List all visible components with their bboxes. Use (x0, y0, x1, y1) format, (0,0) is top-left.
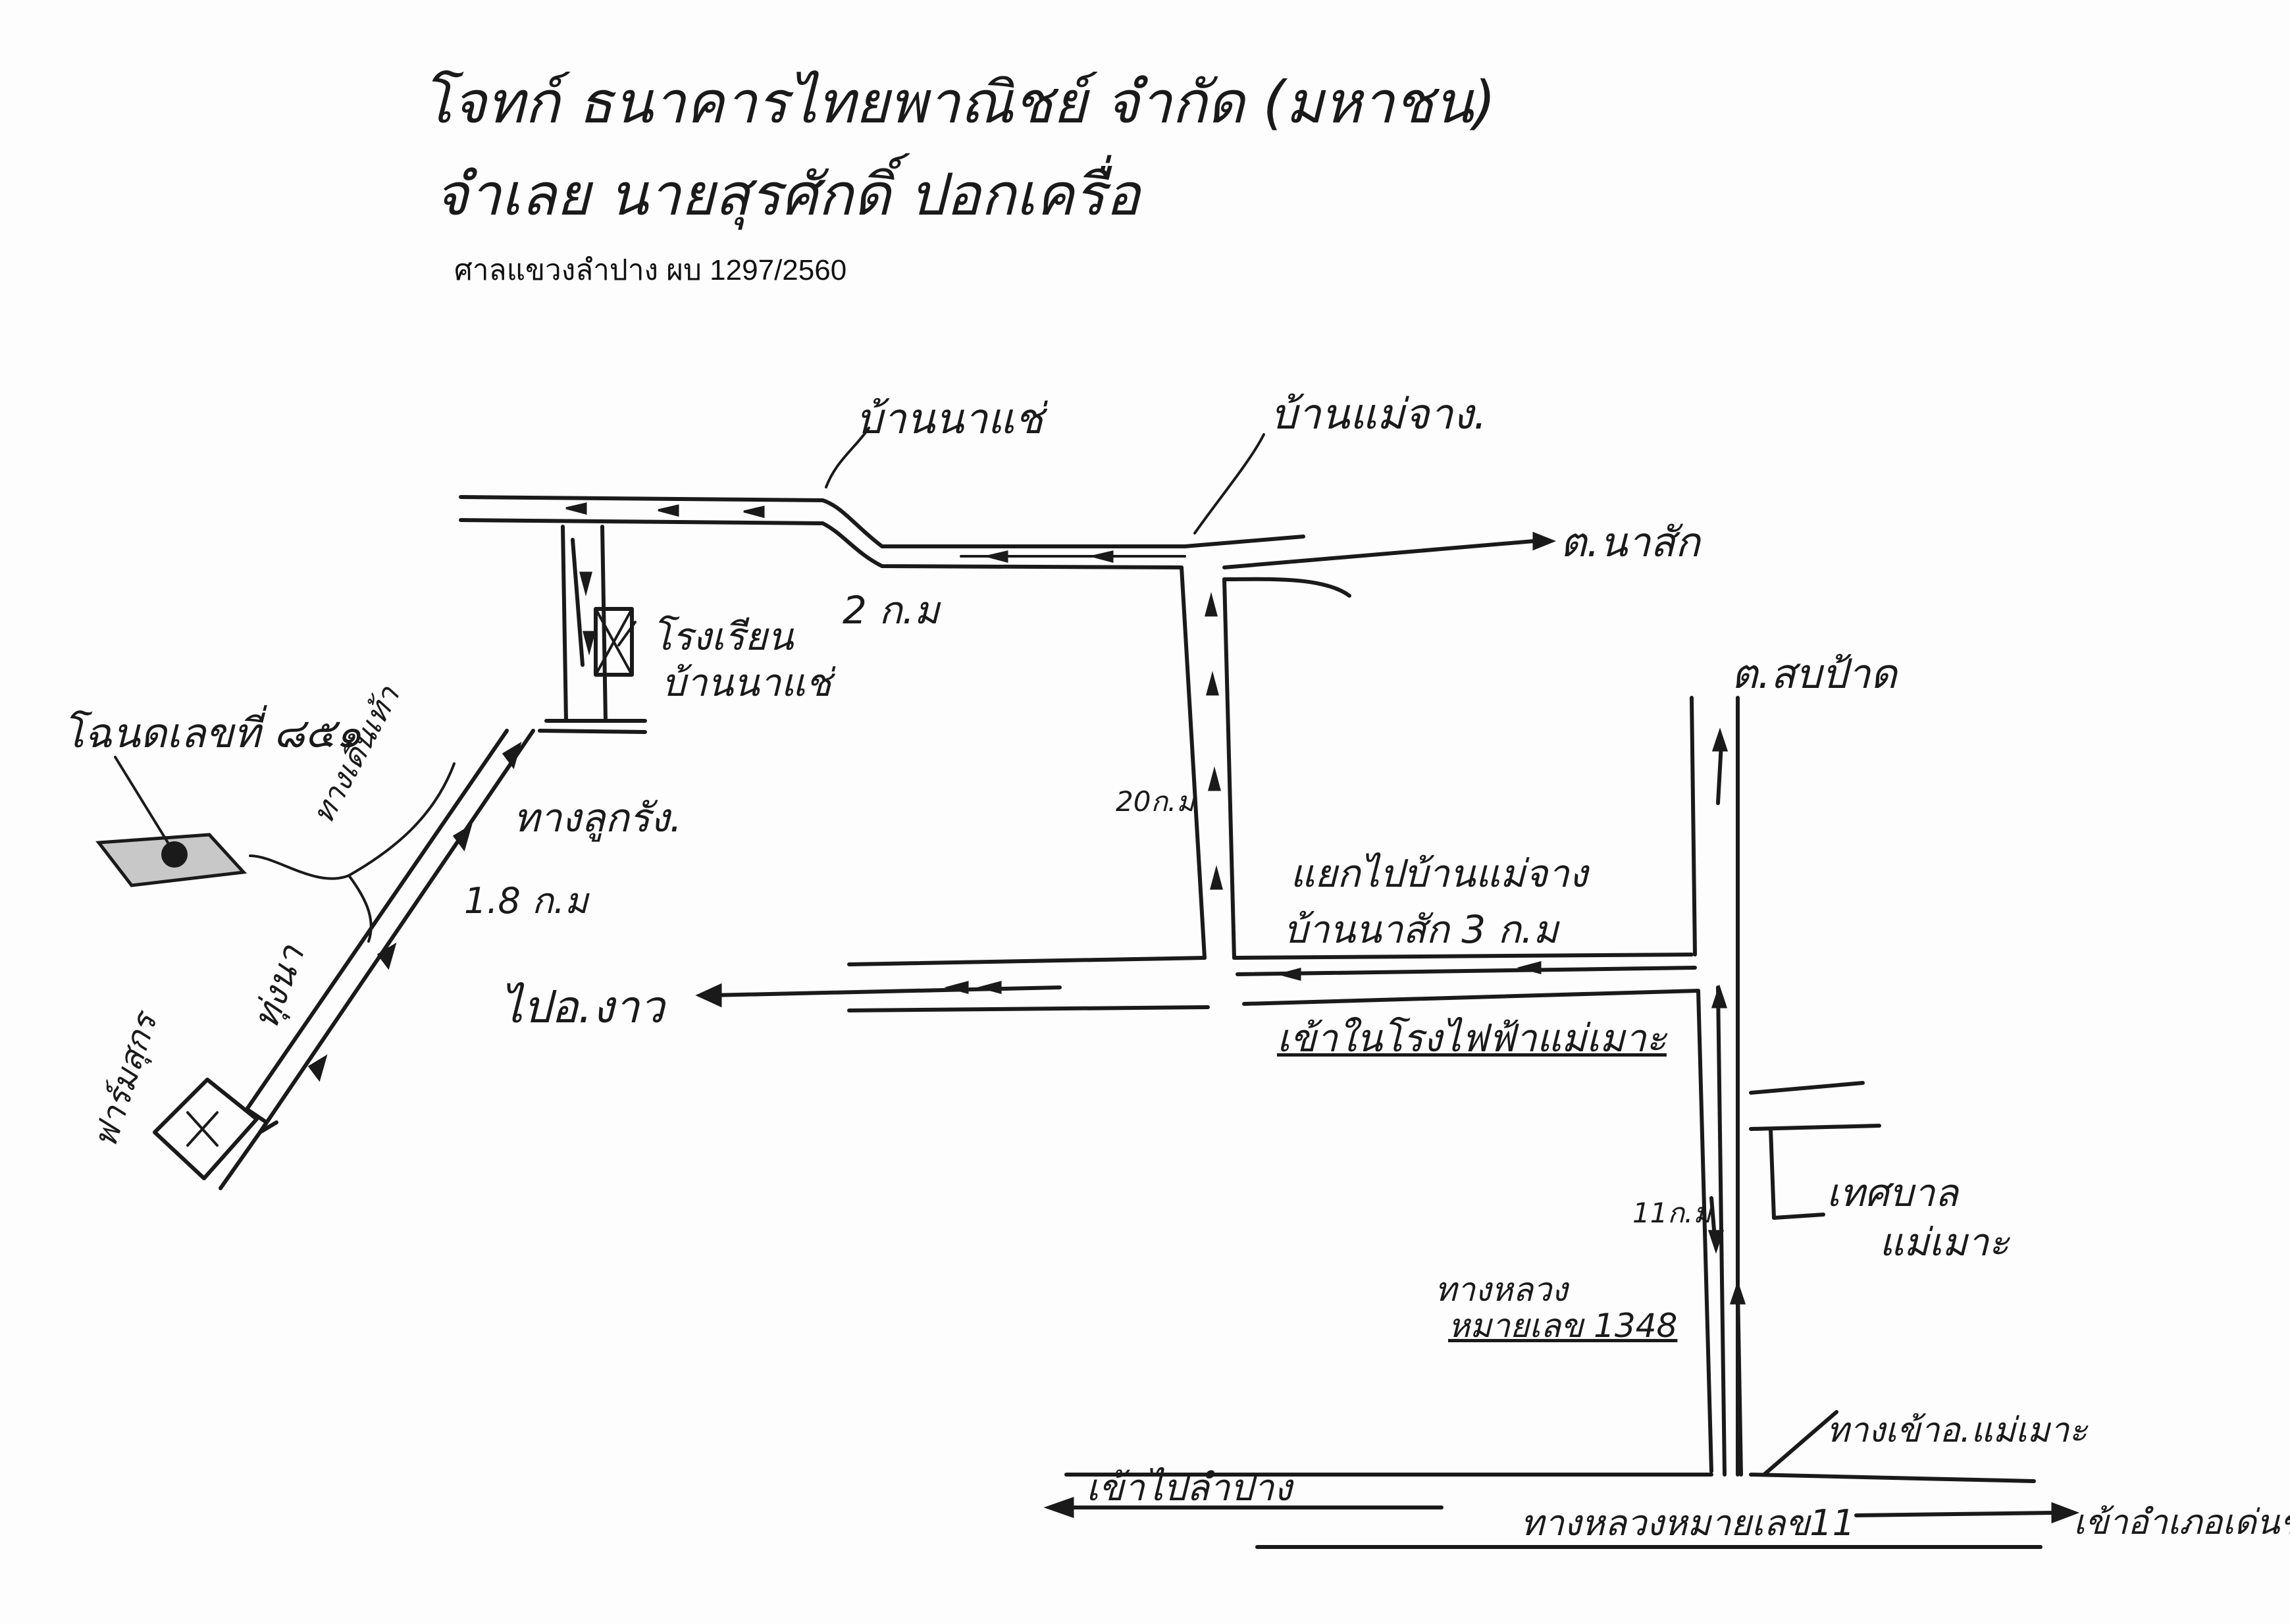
label-ban-na-chae: บ้านนาแช่ (856, 395, 1043, 444)
label-school: โรงเรียน (652, 614, 794, 659)
label-to-na-sak: ต.นาสัก (1560, 518, 1700, 566)
label-junction-line1: แยกไปบ้านแม่จาง (1290, 851, 1588, 896)
label-municipality-line2: แม่เมาะ (1879, 1220, 2010, 1265)
label-distance-20km: 20ก.ม (1116, 785, 1195, 818)
label-to-lampang: เข้าไปลำปาง (1086, 1467, 1292, 1509)
case-number-line: ศาลแขวงลำปาง ผบ 1297/2560 (454, 254, 847, 286)
laterite-road (219, 729, 535, 1190)
label-tambon-sop-pad: ต.สบป้าด (1731, 650, 1897, 698)
label-junction-line2: บ้านนาสัก 3 ก.ม (1284, 907, 1559, 952)
school-side-road (538, 525, 647, 734)
label-distance-11km: 11ก.ม (1632, 1197, 1711, 1229)
label-to-amphoe-mae-moh: ทางเข้าอ.แม่เมาะ (1827, 1411, 2088, 1450)
label-highway-line1: ทางหลวง (1435, 1270, 1568, 1309)
label-highway-line2: หมายเลข 1348 (1448, 1307, 1678, 1345)
top-road (459, 495, 1557, 598)
label-ban-mae-chang: บ้านแม่จาง. (1270, 390, 1487, 439)
label-power-plant: เข้าในโรงไฟฟ้าแม่เมาะ (1277, 1016, 1667, 1061)
label-land-deed: โฉนดเลขที่ ๘๕๑ (63, 709, 362, 757)
leader-lines (617, 427, 1265, 646)
label-distance-1-8km: 1.8 ก.ม (464, 880, 588, 922)
land-deed-parcel (95, 756, 247, 887)
defendant-line: จำเลย นายสุรศักดิ์ ปอกเครื่อ (434, 161, 1140, 228)
label-laterite-road: ทางลูกรัง. (513, 795, 683, 841)
label-to-ngao: ไปอ.งาว (500, 982, 665, 1034)
highway-11 (1043, 1410, 2080, 1549)
pig-farm-box (153, 1078, 259, 1180)
label-school-name: บ้านนาแช่ (662, 660, 831, 705)
north-south-road-20km (1180, 565, 1236, 960)
label-highway-11: ทางหลวงหมายเลข11 (1521, 1502, 1855, 1544)
label-to-den-chai: เข้าอำเภอเด่นชัย (2073, 1503, 2290, 1542)
walking-path (249, 762, 455, 943)
label-municipality-line1: เทศบาล (1827, 1170, 1958, 1215)
municipality-branch (1749, 1081, 1881, 1220)
label-distance-2km: 2 ก.ม (843, 588, 940, 633)
east-west-road-ngao (695, 953, 1700, 1012)
highway-1348 (1696, 984, 1746, 1477)
plaintiff-line: โจทก์ ธนาคารไทยพาณิชย์ จำกัด (มหาชน) (421, 68, 1496, 136)
road-to-sop-pad (1690, 696, 1740, 1477)
